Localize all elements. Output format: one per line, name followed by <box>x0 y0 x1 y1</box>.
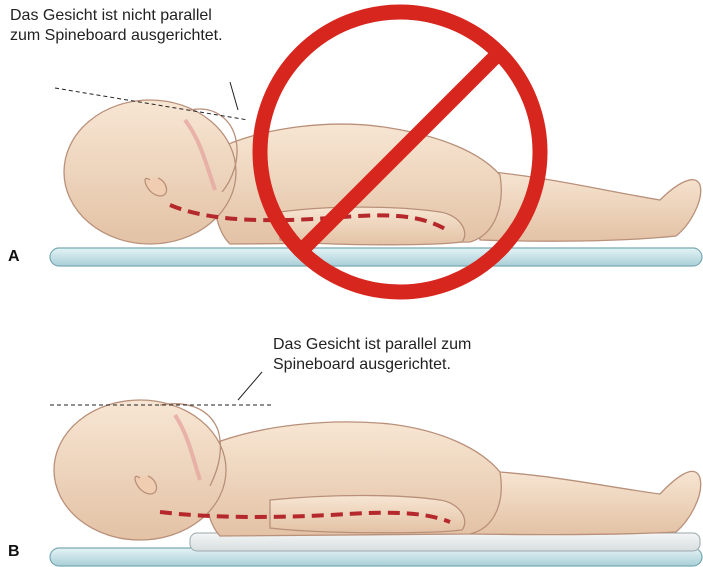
caption-b-line-1: Das Gesicht ist parallel zum <box>273 335 471 355</box>
panel-a <box>50 12 702 292</box>
caption-pointer-a <box>230 82 238 110</box>
infant-b <box>54 400 701 540</box>
panel-label-a: A <box>8 248 20 266</box>
caption-pointer-b <box>238 372 262 400</box>
caption-panel-a: Das Gesicht ist nicht parallel zum Spine… <box>10 6 223 46</box>
spineboard-a <box>50 248 702 266</box>
caption-a-line-2: zum Spineboard ausgerichtet. <box>10 26 223 46</box>
caption-b-line-2: Spineboard ausgerichtet. <box>273 355 471 375</box>
caption-a-line-1: Das Gesicht ist nicht parallel <box>10 6 223 26</box>
panel-label-b: B <box>8 543 20 561</box>
panel-b <box>50 372 702 566</box>
caption-panel-b: Das Gesicht ist parallel zum Spineboard … <box>273 335 471 375</box>
